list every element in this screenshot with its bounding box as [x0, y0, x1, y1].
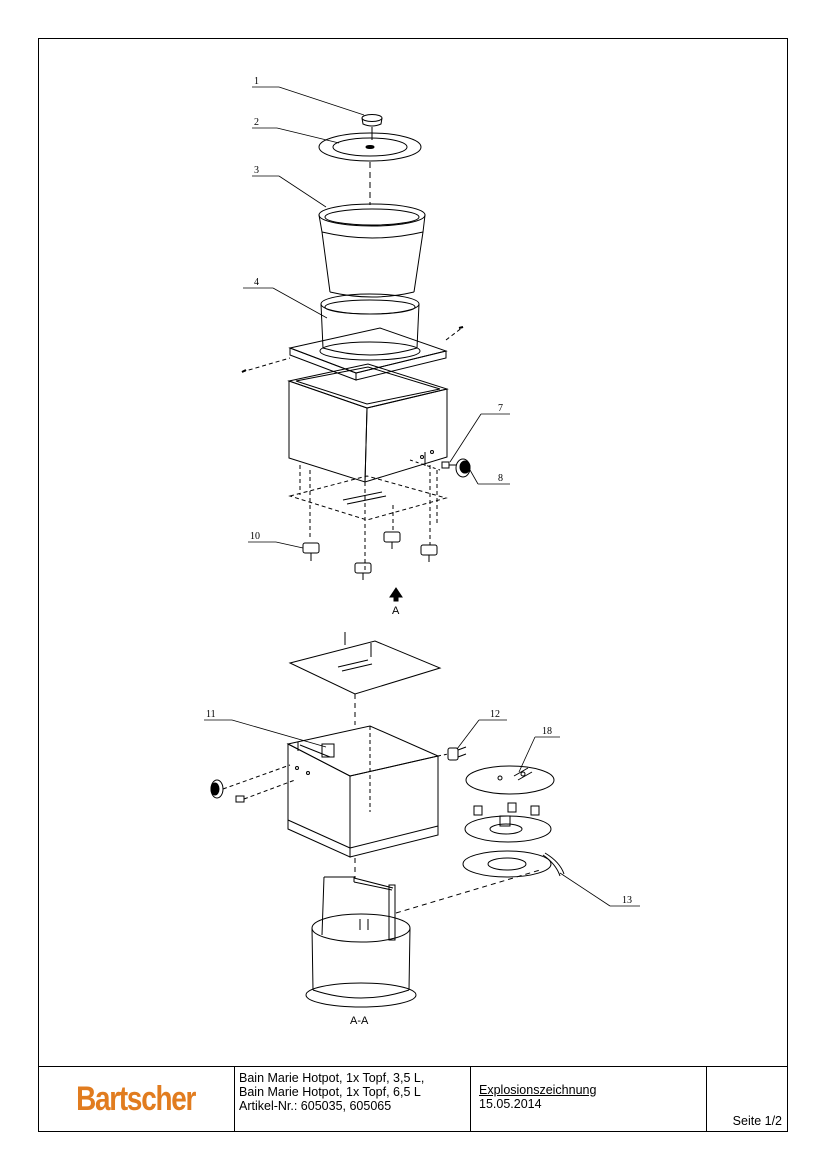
callout-12: 12 — [490, 709, 500, 720]
product-description: Bain Marie Hotpot, 1x Topf, 3,5 L, Bain … — [235, 1067, 471, 1132]
feet-part — [303, 532, 437, 580]
page-cell: Seite 1/2 — [707, 1067, 788, 1132]
bottom-plate-part — [290, 465, 446, 570]
description-line-1: Bain Marie Hotpot, 1x Topf, 3,5 L, — [239, 1071, 425, 1085]
section-label: A-A — [350, 1015, 369, 1027]
callout-1: 1 — [254, 76, 259, 87]
brand-logo: Bartscher — [38, 1067, 235, 1132]
callout-11: 11 — [206, 709, 216, 720]
housing-box-part — [289, 364, 447, 482]
exploded-view-drawing: 1 2 3 4 7 8 10 11 12 18 13 A A-A — [0, 76, 827, 1027]
callout-8: 8 — [498, 473, 503, 484]
description-line-2: Bain Marie Hotpot, 1x Topf, 6,5 L — [239, 1085, 421, 1099]
description-line-3: Artikel-Nr.: 605035, 605065 — [239, 1099, 392, 1113]
callout-7: 7 — [498, 403, 503, 414]
view-arrow-icon — [390, 588, 402, 601]
drawing-info: Explosionszeichnung 15.05.2014 — [471, 1067, 707, 1132]
top-plate-part — [242, 327, 463, 380]
control-knob-part — [456, 459, 470, 477]
callout-10: 10 — [250, 531, 260, 542]
callout-3: 3 — [254, 165, 259, 176]
title-block: Bartscher Bain Marie Hotpot, 1x Topf, 3,… — [38, 1066, 788, 1132]
callout-13: 13 — [622, 895, 632, 906]
thermostat-disc-part — [466, 766, 554, 794]
connector-part — [438, 747, 466, 760]
insert-ring-part — [320, 294, 420, 360]
page-number: Seite 1/2 — [732, 1114, 782, 1128]
drawing-date: 15.05.2014 — [479, 1097, 542, 1111]
knob-part — [362, 115, 382, 141]
drawing-type: Explosionszeichnung — [479, 1083, 597, 1097]
lower-housing-part — [288, 726, 438, 857]
callout-18: 18 — [542, 726, 552, 737]
base-part — [306, 858, 540, 1007]
drawing-sheet-frame — [38, 38, 788, 1132]
brand-logo-text: Bartscher — [76, 1080, 196, 1118]
callout-leaders — [204, 87, 640, 906]
left-knob-part — [211, 765, 295, 802]
callout-2: 2 — [254, 117, 259, 128]
middle-disc-part — [465, 816, 551, 842]
heating-element-part — [463, 851, 564, 877]
lid-part — [319, 133, 421, 161]
spring-parts — [474, 803, 539, 815]
side-screw-part — [442, 462, 456, 468]
lower-plate-part — [290, 632, 440, 725]
callout-4: 4 — [254, 277, 259, 288]
view-arrow-label: A — [392, 605, 400, 617]
pot-part — [319, 204, 425, 297]
